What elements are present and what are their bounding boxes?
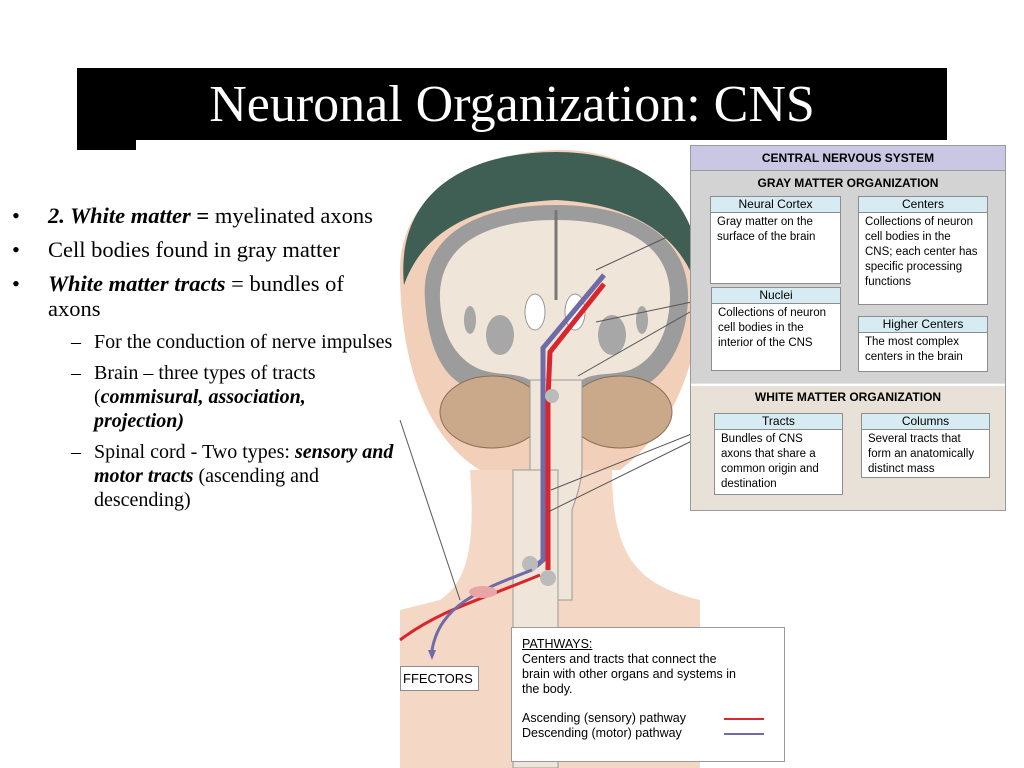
legend-ascending: Ascending (sensory) pathway bbox=[522, 711, 774, 726]
bullet-list: • 2. White matter = myelinated axons • C… bbox=[10, 203, 395, 519]
cerebellum-left bbox=[439, 375, 545, 449]
columns-box: Columns Several tracts that form an anat… bbox=[861, 413, 990, 478]
gray-matter-section: GRAY MATTER ORGANIZATION Neural Cortex G… bbox=[691, 171, 1005, 383]
tracts-box: Tracts Bundles of CNS axons that share a… bbox=[714, 413, 843, 495]
bullet-white-matter: • 2. White matter = myelinated axons bbox=[12, 203, 373, 228]
ascending-pathway bbox=[545, 282, 606, 570]
gray-matter-title: GRAY MATTER ORGANIZATION bbox=[757, 176, 939, 190]
cerebellum-right bbox=[567, 375, 673, 449]
bullet-tracts: • White matter tracts = bundles of axons bbox=[12, 271, 344, 321]
centers-box: Centers Collections of neuron cell bodie… bbox=[858, 196, 988, 305]
white-matter-title: WHITE MATTER ORGANIZATION bbox=[754, 390, 942, 404]
sub-bullet-brain-tracts: – Brain – three types of tracts (commisu… bbox=[71, 362, 316, 432]
hair bbox=[403, 152, 701, 300]
descending-legend-line bbox=[724, 733, 764, 735]
neural-cortex-box: Neural Cortex Gray matter on the surface… bbox=[710, 196, 841, 284]
pathways-title: PATHWAYS: bbox=[522, 637, 593, 651]
title-bar-notch bbox=[77, 138, 136, 150]
effectors-label: FFECTORS bbox=[400, 666, 479, 691]
descending-pathway bbox=[534, 273, 606, 568]
pathways-description: Centers and tracts that connect the brai… bbox=[522, 652, 736, 696]
nuclei-box: Nuclei Collections of neuron cell bodies… bbox=[711, 287, 841, 371]
sub-bullet-conduction: – For the conduction of nerve impulses bbox=[71, 331, 393, 353]
ascending-legend-line bbox=[724, 718, 764, 720]
sub-bullet-spinal-cord: – Spinal cord - Two types: sensory and m… bbox=[71, 441, 394, 511]
white-matter-section: WHITE MATTER ORGANIZATION Tracts Bundles… bbox=[691, 384, 1005, 510]
higher-centers-box: Higher Centers The most complex centers … bbox=[858, 316, 988, 372]
pathways-legend: PATHWAYS: Centers and tracts that connec… bbox=[511, 627, 785, 762]
slide-title: Neuronal Organization: CNS bbox=[209, 76, 815, 133]
panel-title: CENTRAL NERVOUS SYSTEM bbox=[691, 146, 1005, 171]
title-bar: Neuronal Organization: CNS bbox=[77, 68, 947, 140]
bullet-cell-bodies: • Cell bodies found in gray matter bbox=[12, 237, 340, 262]
cns-panel: CENTRAL NERVOUS SYSTEM GRAY MATTER ORGAN… bbox=[690, 145, 1006, 511]
legend-descending: Descending (motor) pathway bbox=[522, 726, 774, 741]
bullet-white-matter-term: 2. White matter bbox=[48, 203, 191, 228]
